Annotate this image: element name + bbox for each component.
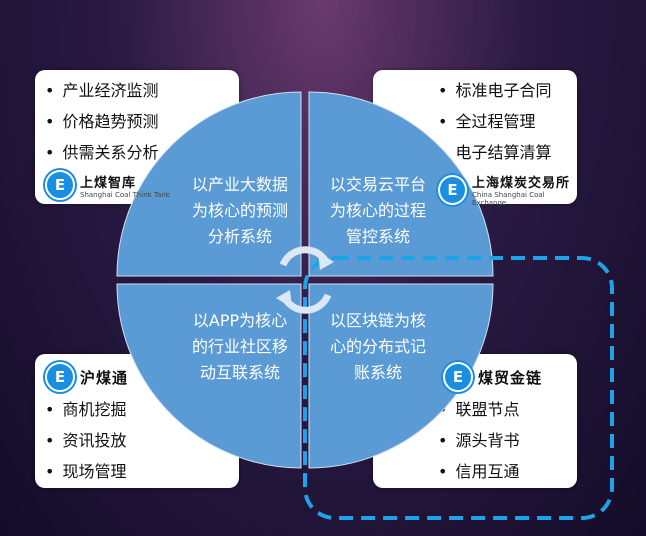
quadrant-br: [308, 283, 494, 469]
list-item: 现场管理: [45, 456, 126, 487]
list-item: 产业经济监测: [45, 75, 158, 106]
list-item: 信用互通: [438, 456, 519, 487]
quadrant-label-bl: 以APP为核心的行业社区移动互联系统: [191, 311, 288, 382]
e-logo-icon: E: [45, 170, 75, 200]
e-logo-icon: E: [438, 174, 468, 205]
list-item: 供需关系分析: [45, 137, 158, 168]
quadrant-label-tr: 以交易云平台为核心的过程管控系统: [329, 175, 426, 246]
list-item: 源头背书: [438, 425, 519, 456]
list-item: 商机挖掘: [45, 394, 126, 425]
quadrant-tr: [308, 91, 494, 277]
quadrant-label-tl: 以产业大数据为核心的预测分析系统: [191, 175, 288, 246]
e-logo-icon: E: [443, 362, 473, 392]
list-item: 联盟节点: [438, 394, 519, 425]
list-item: 价格趋势预测: [45, 106, 158, 137]
dashed-highlight: [303, 256, 614, 520]
quadrant-bl: [116, 283, 302, 469]
quadrant-label-br: 以区块链为核心的分布式记账系统: [329, 311, 426, 382]
list-item: 电子结算清算: [438, 137, 551, 168]
list-item: 全过程管理: [438, 106, 551, 137]
quadrant-tl: [116, 91, 302, 277]
list-item: 资讯投放: [45, 425, 126, 456]
e-logo-icon: E: [45, 362, 75, 392]
list-item: 标准电子合同: [438, 75, 551, 106]
